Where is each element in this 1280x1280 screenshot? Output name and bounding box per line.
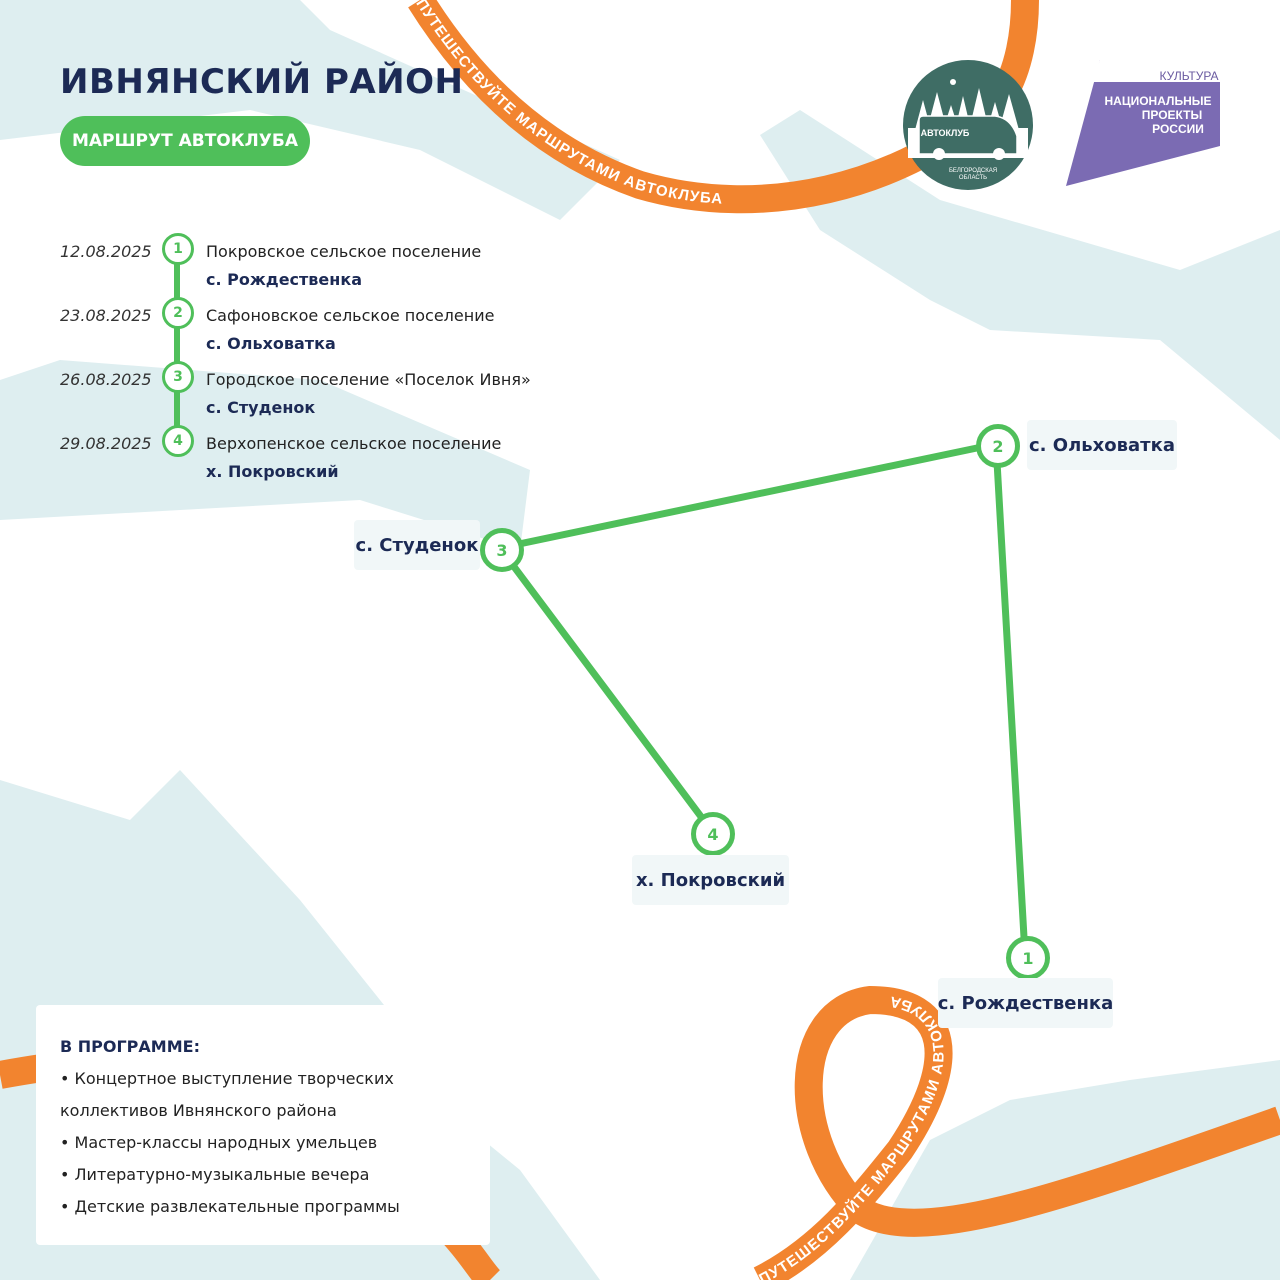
map-node-4: 4 — [691, 812, 735, 856]
schedule-date: 29.08.2025 — [60, 434, 152, 453]
program-item: коллективов Ивнянского района — [60, 1101, 337, 1120]
svg-text:ОБЛАСТЬ: ОБЛАСТЬ — [959, 175, 987, 181]
map-label-pokrovsky: х. Покровский — [632, 855, 789, 905]
route-segment-3-4 — [496, 544, 715, 834]
schedule-village: х. Покровский — [206, 462, 339, 481]
map-label-olkhovatka: с. Ольховатка — [1027, 420, 1177, 470]
schedule-settlement: Покровское сельское поселение — [206, 242, 482, 261]
svg-text:КУЛЬТУРА: КУЛЬТУРА — [1159, 69, 1218, 83]
schedule-number: 1 — [162, 233, 194, 265]
schedule-item: 12.08.2025 1 Покровское сельское поселен… — [0, 233, 600, 302]
svg-text:НАЦИОНАЛЬНЫЕ: НАЦИОНАЛЬНЫЕ — [1105, 94, 1212, 108]
schedule-number: 3 — [162, 361, 194, 393]
program-title: В ПРОГРАММЕ: — [60, 1037, 200, 1056]
svg-text:АВТОКЛУБ: АВТОКЛУБ — [921, 128, 970, 138]
schedule-date: 12.08.2025 — [60, 242, 152, 261]
route-segment-2-3 — [496, 440, 1000, 552]
schedule-settlement: Сафоновское сельское поселение — [206, 306, 495, 325]
program-item: • Литературно-музыкальные вечера — [60, 1165, 370, 1184]
svg-text:РОССИИ: РОССИИ — [1152, 122, 1204, 136]
svg-text:ПРОЕКТЫ: ПРОЕКТЫ — [1142, 108, 1203, 122]
route-lines — [496, 440, 1029, 959]
schedule-number: 4 — [162, 425, 194, 457]
schedule-date: 23.08.2025 — [60, 306, 152, 325]
program-item: • Мастер-классы народных умельцев — [60, 1133, 378, 1152]
program-item: • Концертное выступление творческих — [60, 1069, 394, 1088]
schedule-village: с. Ольховатка — [206, 334, 336, 353]
svg-text:БЕЛГОРОДСКАЯ: БЕЛГОРОДСКАЯ — [949, 168, 997, 174]
schedule-date: 26.08.2025 — [60, 370, 152, 389]
schedule-village: с. Рождественка — [206, 270, 362, 289]
program-item: • Детские развлекательные программы — [60, 1197, 400, 1216]
schedule-item: 29.08.2025 4 Верхопенское сельское посел… — [0, 425, 600, 494]
schedule-connector — [174, 250, 180, 446]
route-segment-1-2 — [992, 440, 1029, 959]
national-projects-logo: КУЛЬТУРА НАЦИОНАЛЬНЫЕ ПРОЕКТЫ РОССИИ — [1066, 60, 1220, 186]
program-box: В ПРОГРАММЕ: • Концертное выступление тв… — [36, 1005, 490, 1245]
map-node-3: 3 — [480, 528, 524, 572]
schedule-item: 23.08.2025 2 Сафоновское сельское поселе… — [0, 297, 600, 366]
route-pill: МАРШРУТ АВТОКЛУБА — [60, 116, 310, 166]
map-node-1: 1 — [1006, 936, 1050, 980]
page-title: ИВНЯНСКИЙ РАЙОН — [60, 62, 464, 102]
map-label-rozhdestvenka: с. Рождественка — [938, 978, 1113, 1028]
map-node-2: 2 — [976, 424, 1020, 468]
map-label-studenok: с. Студенок — [354, 520, 480, 570]
schedule-number: 2 — [162, 297, 194, 329]
schedule-village: с. Студенок — [206, 398, 316, 417]
schedule-settlement: Городское поселение «Поселок Ивня» — [206, 370, 531, 389]
autoclub-logo: АВТОКЛУБ БЕЛГОРОДСКАЯ ОБЛАСТЬ — [903, 60, 1033, 190]
schedule-settlement: Верхопенское сельское поселение — [206, 434, 502, 453]
schedule-item: 26.08.2025 3 Городское поселение «Посело… — [0, 361, 600, 430]
